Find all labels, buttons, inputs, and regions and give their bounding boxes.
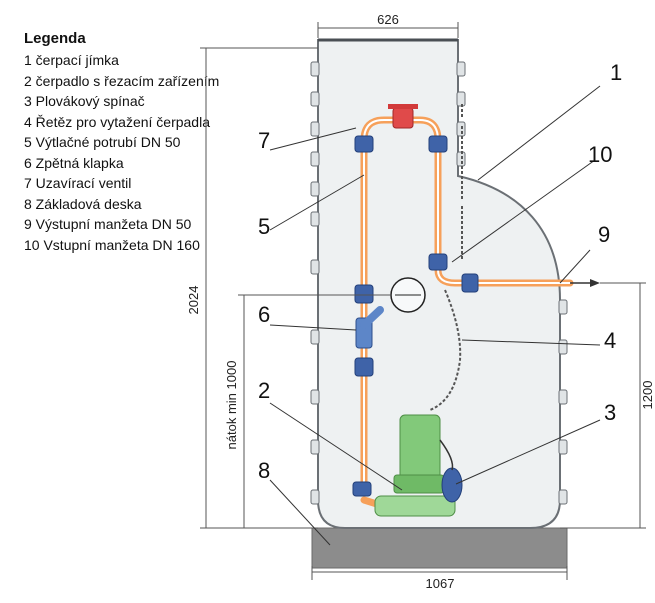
base-plate bbox=[311, 527, 568, 569]
callout-2: 2 bbox=[258, 378, 270, 403]
dim-inflow-label: nátok min 1000 bbox=[224, 361, 239, 450]
legend-item-10: 10 Vstupní manžeta DN 160 bbox=[24, 236, 200, 253]
legend-item-5: 5 Výtlačné potrubí DN 50 bbox=[24, 134, 181, 150]
dim-height bbox=[200, 47, 318, 529]
callout-leaders bbox=[269, 85, 601, 546]
dim-top-label: 626 bbox=[377, 12, 399, 27]
callout-7: 7 bbox=[258, 128, 270, 153]
dim-base-label: 1067 bbox=[426, 576, 455, 591]
shut-off-valve bbox=[388, 104, 418, 129]
dim-inflow bbox=[238, 294, 392, 528]
callout-8: 8 bbox=[258, 458, 270, 483]
callout-6: 6 bbox=[258, 302, 270, 327]
dim-right bbox=[560, 282, 646, 529]
lifting-chain bbox=[429, 104, 463, 411]
dim-base bbox=[311, 566, 568, 580]
callout-4: 4 bbox=[604, 328, 616, 353]
callout-3: 3 bbox=[604, 400, 616, 425]
pipe-couplings bbox=[352, 135, 479, 497]
legend-item-3: 3 Plovákový spínač bbox=[24, 93, 145, 109]
callout-1: 1 bbox=[610, 60, 622, 85]
legend-title: Legenda bbox=[24, 30, 86, 47]
legend-item-2: 2 čerpadlo s řezacím zařízením bbox=[24, 72, 220, 89]
dim-top bbox=[317, 22, 459, 38]
check-valve bbox=[355, 306, 384, 349]
pump bbox=[374, 414, 456, 517]
dim-right-label: 1200 bbox=[640, 381, 655, 410]
inlet-opening bbox=[390, 277, 426, 313]
float-switch bbox=[439, 439, 463, 503]
callout-5: 5 bbox=[258, 214, 270, 239]
callout-9: 9 bbox=[598, 222, 610, 247]
outlet-arrow bbox=[570, 279, 600, 287]
legend-item-9: 9 Výstupní manžeta DN 50 bbox=[24, 216, 192, 232]
legend-item-8: 8 Základová deska bbox=[24, 195, 142, 212]
dim-height-label: 2024 bbox=[186, 286, 201, 315]
legend-item-1: 1 čerpací jímka bbox=[24, 52, 119, 68]
legend: Legenda 1 čerpací jímka 2 čerpadlo s řez… bbox=[24, 30, 254, 255]
legend-item-7: 7 Uzavírací ventil bbox=[24, 175, 132, 191]
legend-item-6: 6 Zpětná klapka bbox=[24, 154, 124, 171]
legend-item-4: 4 Řetěz pro vytažení čerpadla bbox=[24, 113, 210, 130]
callout-10: 10 bbox=[588, 142, 612, 167]
